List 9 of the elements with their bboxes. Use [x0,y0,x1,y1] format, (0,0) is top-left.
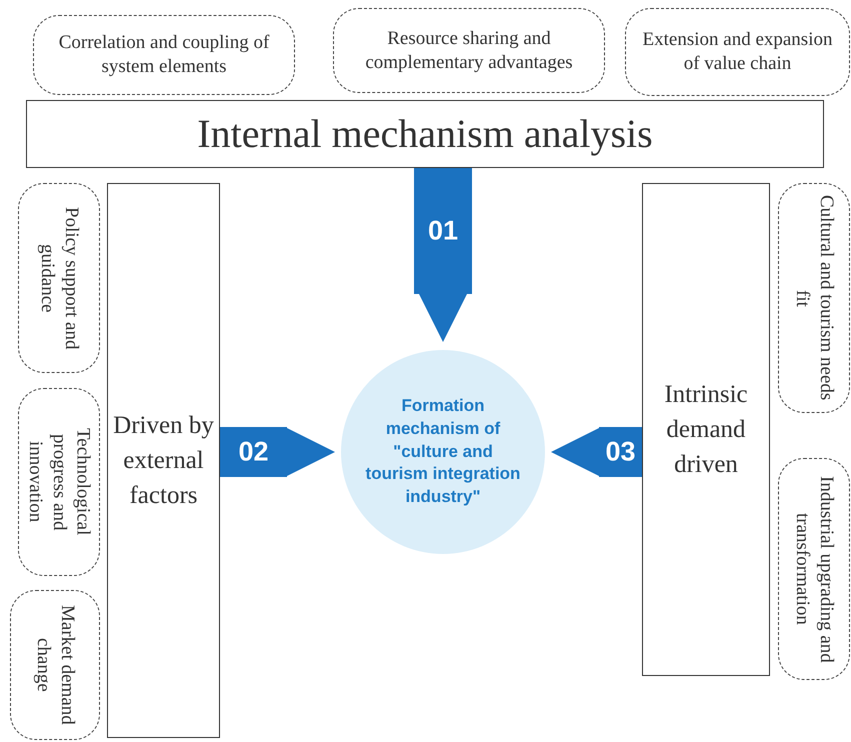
process-box: Intrinsic demand driven [642,183,770,676]
edge-label: 01 [428,216,458,246]
edge-label: 02 [238,436,269,468]
center-circle: Formation mechanism of "culture and tourism integration industry" [341,350,545,554]
process-box: Driven by external factors [107,183,220,738]
title-box: Internal mechanism analysis [26,100,824,168]
edge-label: 03 [605,436,636,468]
block-arrow [414,168,472,342]
block-arrow [551,427,642,477]
